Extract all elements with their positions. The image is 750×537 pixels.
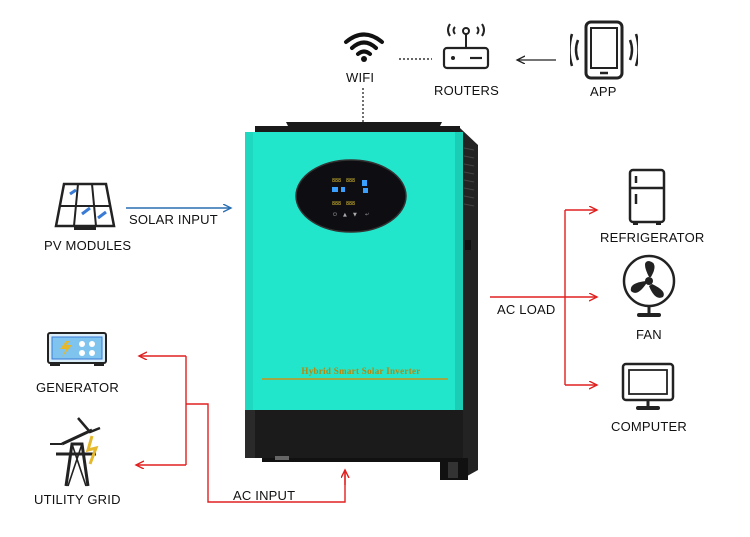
solar-panel-icon — [54, 182, 116, 230]
svg-text:⏻: ⏻ — [333, 212, 337, 218]
ac-load-label: AC LOAD — [497, 302, 556, 317]
generator-label: GENERATOR — [36, 380, 119, 395]
inverter-top-bracket — [286, 122, 442, 126]
svg-text:888: 888 — [332, 201, 341, 207]
svg-text:▲: ▲ — [343, 212, 347, 218]
pv-modules-label: PV MODULES — [44, 238, 132, 253]
phone-icon — [570, 20, 638, 80]
svg-text:888: 888 — [346, 201, 355, 207]
svg-text:888: 888 — [346, 178, 355, 184]
svg-text:↵: ↵ — [365, 212, 369, 218]
ac-input-label: AC INPUT — [233, 488, 296, 503]
computer-label: COMPUTER — [611, 419, 687, 434]
power-tower-icon — [50, 417, 101, 487]
inverter-side-panel — [460, 128, 478, 480]
inverter-title: Hybrid Smart Solar Inverter — [301, 366, 421, 376]
computer-icon — [621, 362, 675, 410]
ac-input-line — [186, 403, 346, 503]
svg-text:888: 888 — [332, 178, 341, 184]
inverter-display — [295, 159, 407, 233]
inverter-base — [245, 410, 463, 458]
utility-grid-label: UTILITY GRID — [34, 492, 121, 507]
wifi-icon — [344, 32, 384, 62]
routers-label: ROUTERS — [434, 83, 499, 98]
svg-text:▼: ▼ — [353, 212, 357, 218]
router-icon — [442, 23, 490, 70]
app-label: APP — [590, 84, 617, 99]
fan-icon — [622, 254, 676, 317]
wifi-label: WIFI — [346, 70, 375, 85]
solar-input-label: SOLAR INPUT — [129, 212, 218, 227]
refrigerator-label: REFRIGERATOR — [600, 230, 705, 245]
generator-icon — [47, 332, 107, 366]
fan-label: FAN — [636, 327, 662, 342]
refrigerator-icon — [628, 168, 666, 225]
